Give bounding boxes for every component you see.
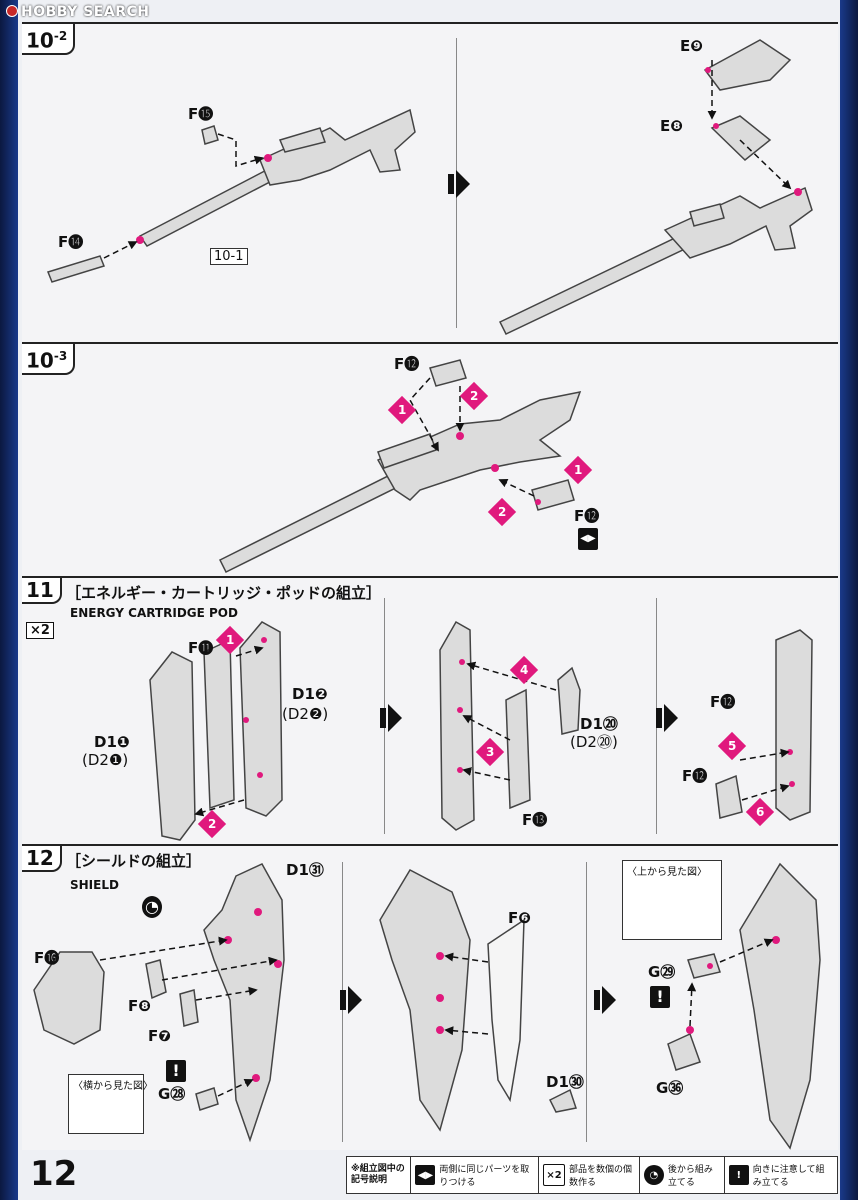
part-label-f12: F⓬ (710, 693, 736, 711)
orientation-warning-icon: ! (166, 1060, 186, 1082)
logo-icon (6, 5, 18, 17)
sensor-part-e8 (710, 115, 772, 161)
side-view-callout: 〈横から見た図〉 (68, 1074, 153, 1134)
part-label-f13: F⓭ (522, 811, 548, 829)
scope-part (689, 203, 725, 227)
small-part-f15 (201, 125, 219, 145)
assemble-later-icon: ◔ (142, 896, 162, 918)
step-title-en: SHIELD (70, 878, 119, 892)
both-sides-icon: ◀▶ (578, 528, 598, 550)
part-label-g28: G㉘ (158, 1085, 186, 1103)
part-label-f15: F⓯ (188, 105, 214, 123)
shield-d1-31 (203, 863, 285, 1143)
part-label-f8: F❽ (128, 997, 151, 1015)
panel-step-10-2: 10-2 (22, 22, 838, 344)
pod-final (775, 629, 813, 821)
part-label-g36: G㊱ (656, 1079, 684, 1097)
pod-assembled (439, 620, 475, 831)
watermark: HOBBY SEARCH (6, 4, 149, 20)
legend-item: ◀▶両側に同じパーツを取りつける (410, 1157, 538, 1193)
part-label-f12: F⓬ (394, 355, 420, 373)
part-label-f11: F⓫ (188, 639, 214, 657)
part-label-f6: F❻ (508, 909, 531, 927)
shield-cover-f6 (487, 918, 525, 1103)
pod-outer-d1-1 (149, 651, 196, 841)
part-label-d1-31: D1㉛ (286, 861, 324, 879)
rifle-body (376, 391, 582, 501)
step-number: 10-2 (22, 24, 76, 55)
part-label-d2-1: (D2❶) (82, 751, 129, 769)
pod-cap-d1-20 (557, 666, 581, 735)
step-number: 12 (22, 846, 62, 872)
step-title: ［シールドの組立］ (66, 852, 202, 870)
part-label-d1-20: D1⑳ (580, 715, 618, 733)
panel-divider (586, 862, 587, 1142)
connection-points (136, 67, 802, 1082)
legend-item: !向きに注意して組み立てる (723, 1157, 837, 1193)
top-view-callout: 〈上から見た図〉 (622, 860, 722, 940)
sensor-part-e9 (703, 39, 792, 91)
orientation-warning-icon: ! (728, 1165, 749, 1185)
part-label-g29: G㉙ (648, 963, 676, 981)
step-number: 10-3 (22, 344, 76, 375)
assembly-arrows (99, 60, 792, 1097)
both-sides-icon: ◀▶ (415, 1165, 436, 1185)
rifle-body (663, 186, 813, 259)
part-label-f14: F⓮ (58, 233, 84, 251)
part-label-f12: F⓬ (682, 767, 708, 785)
small-part-d1-30 (548, 1088, 577, 1113)
part-label-d2-2: (D2❷) (282, 705, 329, 723)
shield-assembled (379, 869, 471, 1132)
orientation-warning-icon: ! (650, 986, 670, 1008)
small-part-f12 (531, 479, 575, 511)
part-label-f12: F⓬ (574, 507, 600, 525)
legend-item: ◔後から組み立てる (638, 1157, 724, 1193)
part-label-d2-20: (D2⑳) (570, 733, 618, 751)
part-label-f16: F⓰ (34, 949, 60, 967)
rifle-body (259, 108, 416, 186)
quantity-badge: ×2 (26, 622, 54, 639)
small-part-f12 (429, 359, 467, 387)
part-label-e8: E❽ (660, 117, 683, 135)
part-label-d1-2: D1❷ (292, 685, 328, 703)
part-label-d1-30: D1㉚ (546, 1073, 584, 1091)
part-label-d1-1: D1❶ (94, 733, 130, 751)
scope-part (278, 127, 326, 153)
small-part-f8 (145, 959, 167, 1000)
assemble-later-icon: ◔ (643, 1165, 664, 1185)
pod-outer-d1-2 (239, 621, 283, 817)
quantity-icon: ×2 (543, 1164, 566, 1186)
pod-frame-f11 (203, 638, 235, 810)
small-part-f7 (179, 989, 199, 1027)
barrel-part (47, 255, 105, 283)
shield-final (739, 862, 821, 1150)
small-part-g28 (195, 1087, 219, 1111)
small-part-g29 (687, 953, 721, 979)
part-label-f7: F❼ (148, 1027, 171, 1045)
step-flow-arrows (340, 170, 678, 1014)
legend-title: ※組立図中の記号説明 (351, 1164, 405, 1185)
page-number: 12 (30, 1154, 78, 1194)
step-title-en: ENERGY CARTRIDGE POD (70, 606, 238, 620)
part-label-e9: E❾ (680, 37, 703, 55)
step-title: ［エネルギー・カートリッジ・ポッドの組立］ (66, 584, 382, 602)
mount-part-f16 (33, 951, 105, 1045)
step-number: 11 (22, 578, 62, 604)
reference-label-10-1: 10-1 (210, 248, 248, 265)
pod-cartridge-f12 (715, 774, 743, 819)
pod-frame-f13 (505, 688, 531, 810)
small-part-g36 (667, 1032, 701, 1071)
